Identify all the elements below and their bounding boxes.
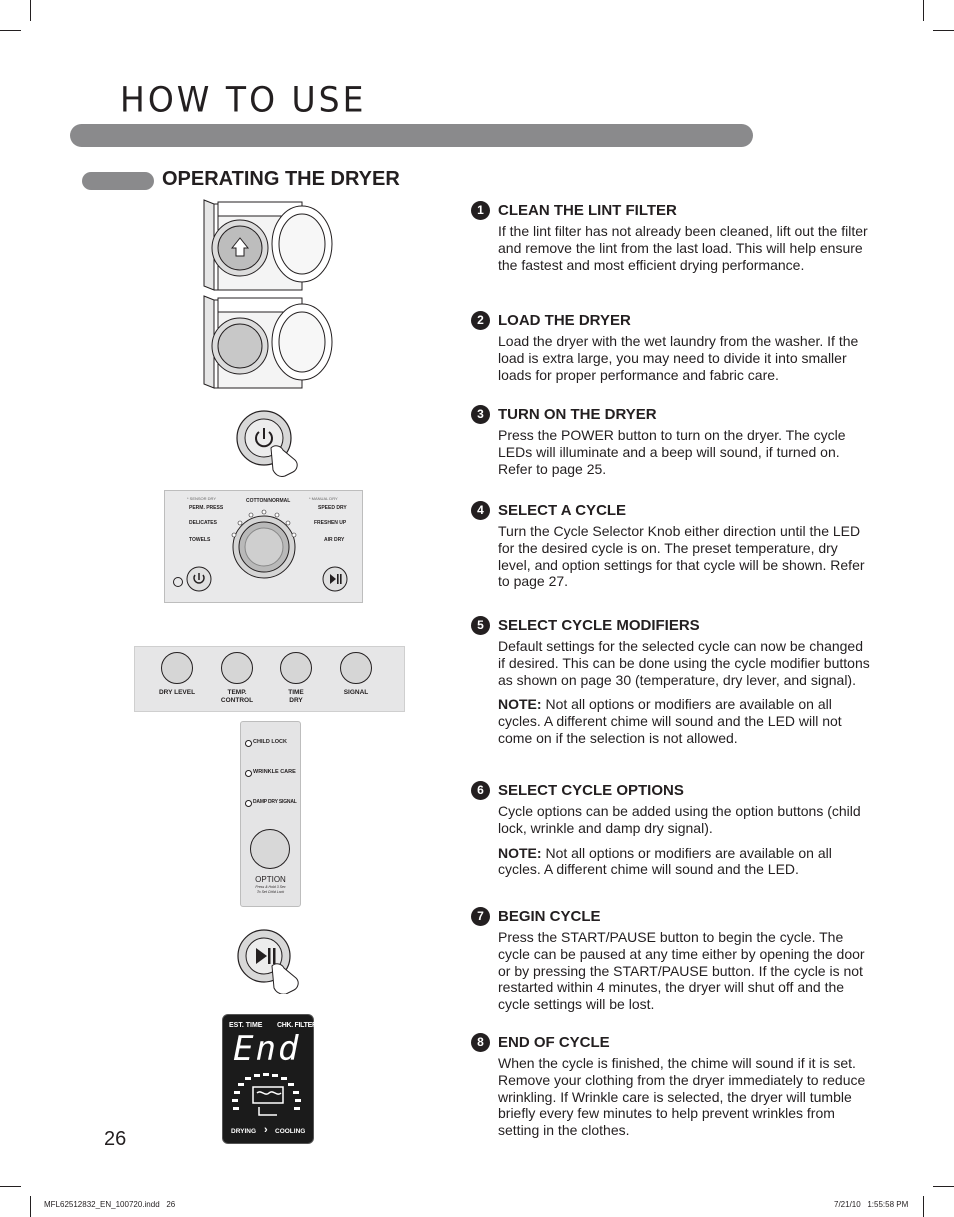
manual-dry-label: * MANUAL DRY — [309, 496, 338, 501]
crop-mark — [933, 1186, 954, 1187]
step-paragraph: Press the START/PAUSE button to begin th… — [498, 929, 865, 1013]
step-body: If the lint filter has not already been … — [498, 223, 870, 281]
dryer-open-door-illustration — [203, 199, 333, 389]
time-dry-button[interactable] — [280, 652, 312, 684]
cycle-label-cotton-normal: COTTON/NORMAL — [246, 498, 291, 504]
crop-mark — [923, 1196, 924, 1217]
step-title: END OF CYCLE — [498, 1034, 610, 1051]
note-text: Not all options or modifiers are availab… — [498, 844, 832, 878]
step-number: 6 — [471, 781, 490, 800]
footer-timestamp: 7/21/10 1:55:58 PM — [834, 1200, 909, 1209]
step-paragraph: If the lint filter has not already been … — [498, 223, 868, 273]
wrinkle-care-led — [245, 770, 252, 777]
crop-mark — [933, 30, 954, 31]
crop-mark — [0, 1186, 21, 1187]
page-title: HOW TO USE — [120, 79, 367, 120]
option-button-label: OPTION — [255, 875, 286, 884]
step-number: 3 — [471, 405, 490, 424]
drying-label: DRYING — [231, 1128, 257, 1135]
step-number: 1 — [471, 201, 490, 220]
cycle-label-perm-press: PERM. PRESS — [189, 505, 224, 511]
option-panel: CHILD LOCK WRINKLE CARE DAMP DRY SIGNAL … — [240, 721, 301, 907]
step-title: SELECT A CYCLE — [498, 502, 627, 519]
step-note: NOTE: Not all options or modifiers are a… — [498, 845, 870, 879]
step-body: When the cycle is finished, the chime wi… — [498, 1055, 870, 1147]
step-paragraph: Default settings for the selected cycle … — [498, 638, 870, 688]
dry-level-label: DRY LEVEL — [158, 689, 196, 696]
power-indicator-icon — [173, 577, 183, 587]
step-number: 7 — [471, 907, 490, 926]
chk-filter-label: CHK. FILTER — [277, 1022, 317, 1029]
step-body: Turn the Cycle Selector Knob either dire… — [498, 523, 870, 598]
step-title: BEGIN CYCLE — [498, 908, 601, 925]
step-body: Default settings for the selected cycle … — [498, 638, 870, 755]
cooling-label: COOLING — [275, 1128, 306, 1135]
step-note: NOTE: Not all options or modifiers are a… — [498, 696, 870, 746]
step-paragraph: Load the dryer with the wet laundry from… — [498, 333, 859, 383]
note-label: NOTE: — [498, 844, 542, 861]
cycle-label-freshen-up: FRESHEN UP — [314, 520, 347, 526]
note-text: Not all options or modifiers are availab… — [498, 696, 842, 746]
step-paragraph: Press the POWER button to turn on the dr… — [498, 427, 846, 477]
time-dry-label: TIME DRY — [288, 689, 304, 704]
page-number: 26 — [104, 1128, 127, 1150]
signal-button[interactable] — [340, 652, 372, 684]
power-button-press-illustration — [236, 410, 298, 477]
est-time-label: EST. TIME — [229, 1022, 263, 1029]
signal-label: SIGNAL — [343, 689, 369, 696]
step-body: Cycle options can be added using the opt… — [498, 803, 870, 886]
start-pause-button[interactable] — [321, 565, 349, 593]
crop-mark — [0, 30, 21, 31]
damp-dry-signal-led — [245, 800, 252, 807]
child-lock-label: CHILD LOCK — [253, 739, 287, 745]
crop-mark — [30, 0, 31, 21]
wrinkle-care-label: WRINKLE CARE — [253, 769, 296, 775]
step-body: Press the POWER button to turn on the dr… — [498, 427, 870, 485]
step-number: 8 — [471, 1033, 490, 1052]
step-title: SELECT CYCLE MODIFIERS — [498, 617, 700, 634]
footer-file-info: MFL62512832_EN_100720.indd 26 — [44, 1200, 176, 1209]
option-button[interactable] — [250, 829, 290, 869]
step-body: Load the dryer with the wet laundry from… — [498, 333, 870, 391]
cycle-label-speed-dry: SPEED DRY — [318, 505, 347, 511]
cycle-label-delicates: DELICATES — [189, 520, 217, 526]
step-body: Press the START/PAUSE button to begin th… — [498, 929, 870, 1021]
cycle-selector-knob[interactable] — [231, 507, 297, 585]
end-readout: End — [233, 1029, 301, 1069]
step-paragraph: Turn the Cycle Selector Knob either dire… — [498, 523, 865, 590]
cycle-label-towels: TOWELS — [189, 537, 211, 543]
step-title: CLEAN THE LINT FILTER — [498, 202, 677, 219]
step-title: SELECT CYCLE OPTIONS — [498, 782, 684, 799]
power-button[interactable] — [185, 565, 213, 593]
cycle-label-air-dry: AIR DRY — [324, 537, 345, 543]
damp-dry-signal-label: DAMP DRY SIGNAL — [253, 799, 297, 805]
option-hint: Press & Hold 3 Sec To Set Child Lock — [255, 885, 286, 894]
crop-mark — [30, 1196, 31, 1217]
note-label: NOTE: — [498, 696, 542, 713]
section-pill — [82, 172, 154, 190]
section-title: OPERATING THE DRYER — [162, 168, 400, 190]
temp-control-button[interactable] — [221, 652, 253, 684]
step-title: TURN ON THE DRYER — [498, 406, 657, 423]
drying-progress-ring — [232, 1073, 301, 1116]
header-bar — [70, 124, 753, 147]
temp-control-label: TEMP. CONTROL — [220, 689, 254, 704]
modifier-panel: DRY LEVEL TEMP. CONTROL TIME DRY SIGNAL — [134, 646, 405, 712]
step-title: LOAD THE DRYER — [498, 312, 631, 329]
dry-level-button[interactable] — [161, 652, 193, 684]
step-number: 2 — [471, 311, 490, 330]
step-paragraph: Cycle options can be added using the opt… — [498, 803, 861, 836]
child-lock-led — [245, 740, 252, 747]
step-number: 5 — [471, 616, 490, 635]
cycle-selector-panel: * SENSOR DRY * MANUAL DRY COTTON/NORMAL … — [164, 490, 363, 603]
arrow-icon: › — [264, 1124, 268, 1136]
step-paragraph: When the cycle is finished, the chime wi… — [498, 1055, 866, 1139]
end-display: EST. TIME CHK. FILTER End DRYING › COOLI… — [222, 1014, 317, 1144]
step-number: 4 — [471, 501, 490, 520]
crop-mark — [923, 0, 924, 21]
sensor-dry-label: * SENSOR DRY — [187, 496, 217, 501]
start-pause-press-illustration — [237, 929, 299, 994]
